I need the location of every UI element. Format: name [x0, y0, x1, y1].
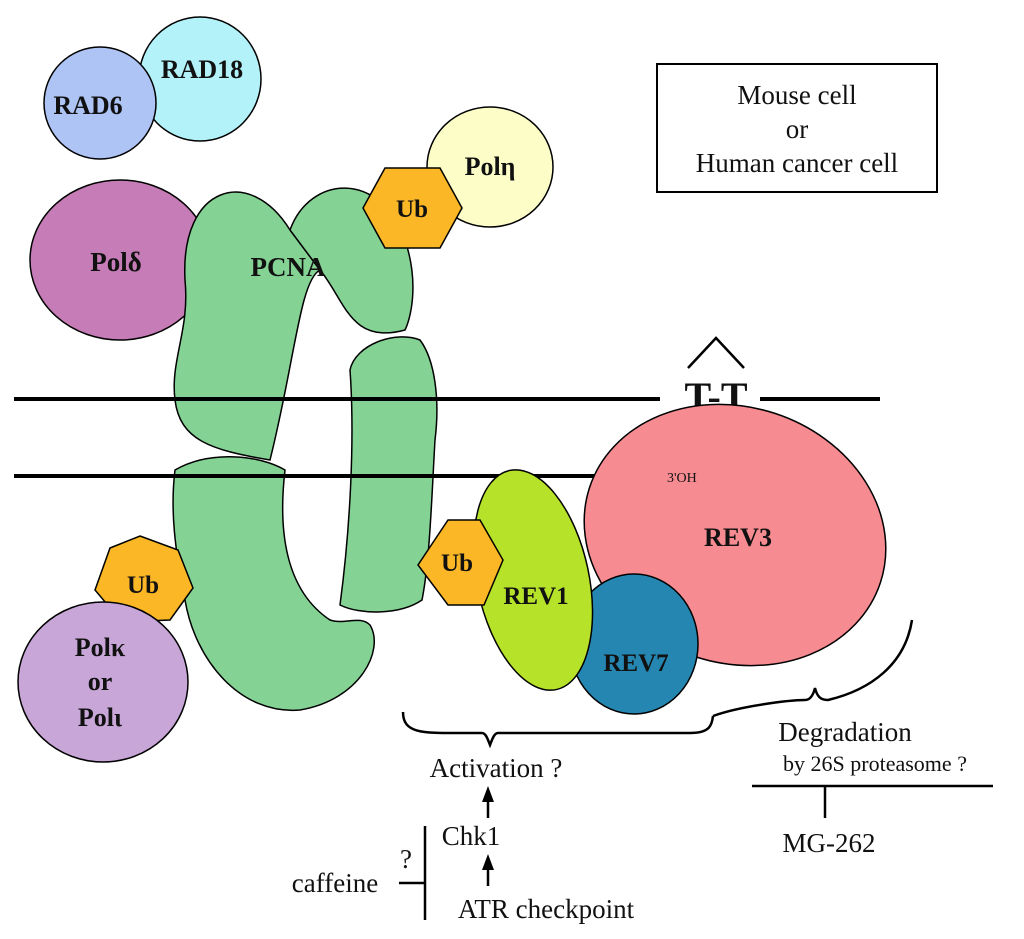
dimer-bond	[687, 336, 745, 369]
info-box: Mouse cell or Human cancer cell	[656, 63, 938, 193]
rad6-label: RAD6	[53, 91, 122, 120]
pcna-ring: PCNA	[172, 187, 438, 711]
ub-top-label: Ub	[396, 196, 428, 223]
arrow-atr-chk1-head	[482, 854, 494, 870]
pol-or-label: or	[88, 667, 113, 696]
rad6-circle	[43, 46, 157, 160]
ub-mid: Ub	[417, 519, 504, 606]
info-line-2: or	[786, 114, 809, 144]
ub-top: Ub	[362, 167, 463, 249]
rev7-label: REV7	[603, 650, 668, 677]
caffeine-question-label: ?	[400, 844, 412, 874]
arrow-chk1-activation-head	[482, 786, 494, 802]
atr-checkpoint-label: ATR checkpoint	[458, 894, 635, 924]
pol-delta: Polδ	[29, 179, 211, 341]
pol-eta: Polη	[426, 106, 554, 228]
rad6-rad18-complex: RAD18 RAD6	[43, 16, 262, 160]
activation-brace	[401, 711, 715, 749]
ub-left-label: Ub	[127, 572, 159, 599]
ub-mid-label: Ub	[441, 550, 473, 577]
three-prime-oh-label: 3'OH	[667, 471, 697, 486]
rev3-label: REV3	[704, 523, 772, 552]
pol-kappa-iota: Polκ or Polι	[17, 601, 189, 763]
mg262-label: MG-262	[783, 828, 876, 858]
pol-delta-label: Polδ	[90, 247, 142, 277]
rev7: REV7	[569, 573, 699, 715]
activation-label: Activation ?	[430, 753, 563, 783]
rev1: REV1	[472, 469, 594, 691]
degradation-label: Degradation	[778, 717, 912, 747]
rev1-label: REV1	[503, 583, 568, 610]
pol-iota-label: Polι	[78, 703, 122, 732]
pcna-label: PCNA	[251, 252, 326, 282]
rad18-label: RAD18	[161, 55, 243, 84]
degradation-brace	[712, 619, 914, 718]
proteasome-label: by 26S proteasome ?	[783, 751, 967, 776]
info-line-1: Mouse cell	[737, 80, 856, 110]
caffeine-label: caffeine	[292, 868, 378, 898]
chk1-label: Chk1	[442, 821, 501, 851]
info-line-3: Human cancer cell	[696, 148, 898, 178]
pol-eta-label: Polη	[465, 152, 516, 181]
ub-left: Ub	[94, 535, 194, 623]
pol-kappa-label: Polκ	[75, 633, 126, 662]
